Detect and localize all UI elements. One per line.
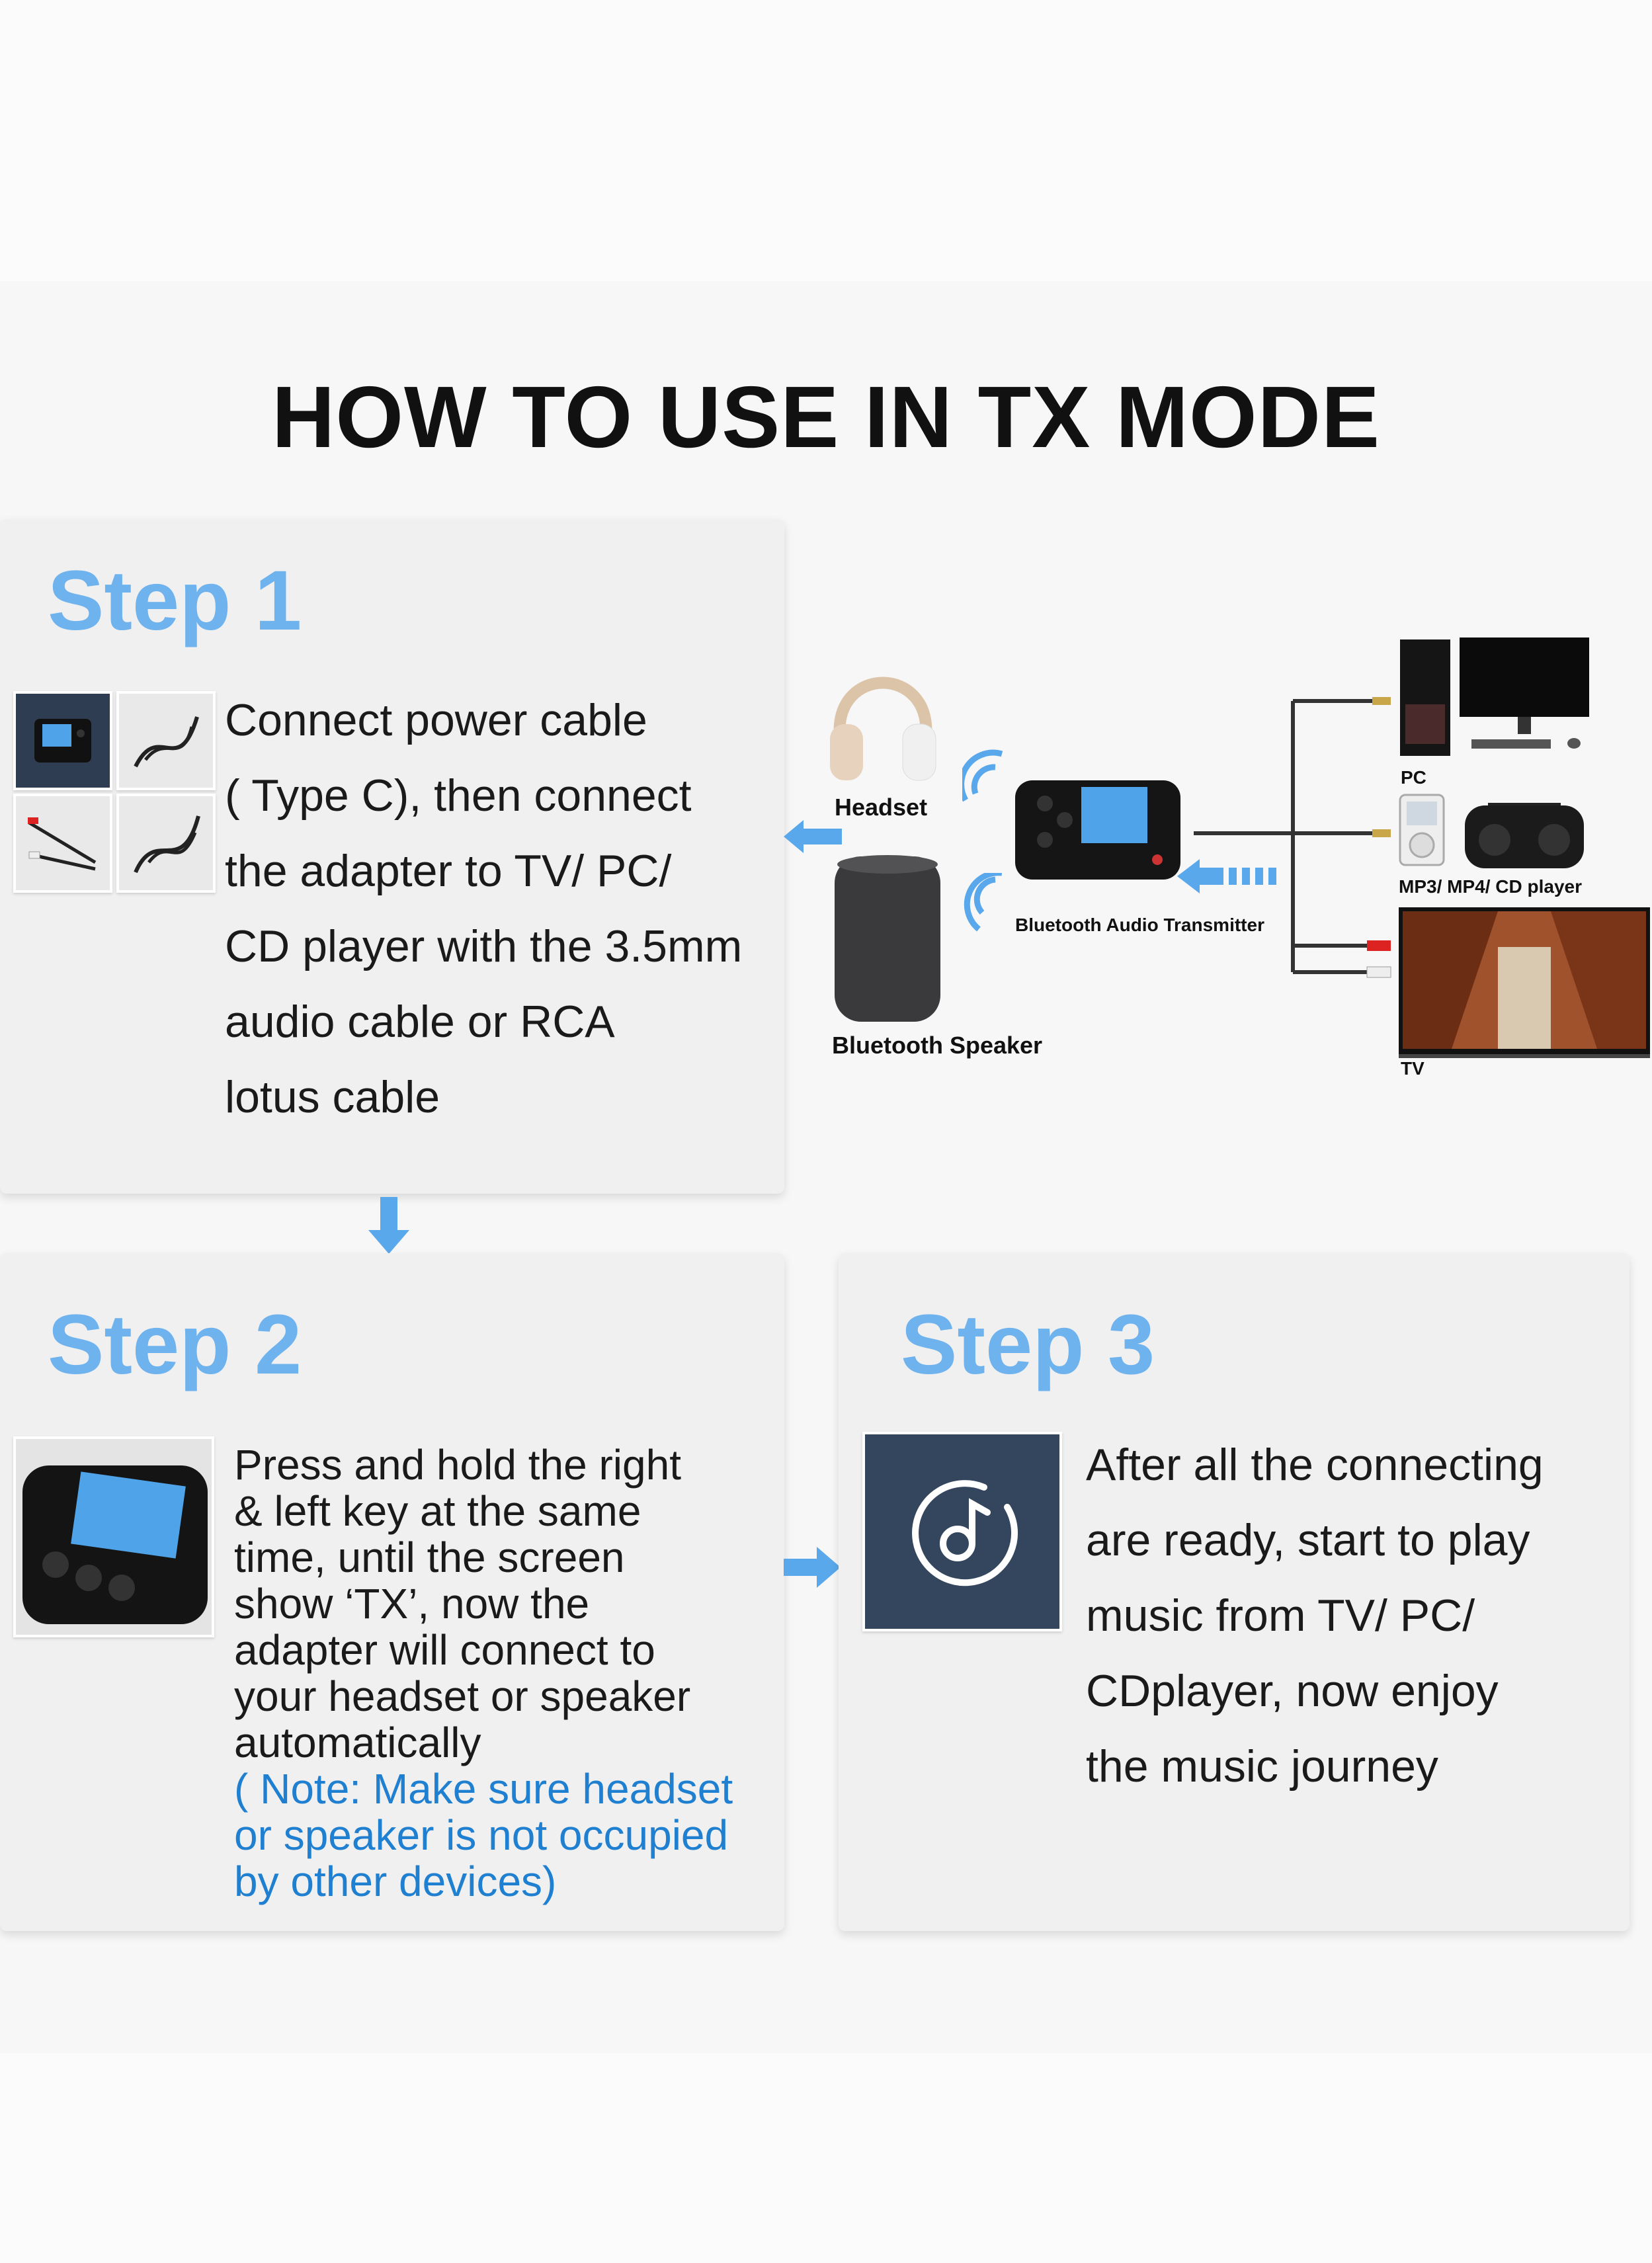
step1-line: CD player with the 3.5mm xyxy=(225,921,743,971)
step1-thumb-device xyxy=(13,691,112,790)
aux-cable-icon xyxy=(134,815,200,874)
step2-line: Press and hold the right xyxy=(234,1441,681,1489)
transmitter-screen-icon xyxy=(22,1465,208,1624)
step1-text: Connect power cable ( Type C), then conn… xyxy=(225,682,742,1135)
step2-line: automatically xyxy=(234,1719,481,1766)
step2-line: your headset or speaker xyxy=(234,1672,691,1720)
cd-player-icon xyxy=(1465,803,1584,868)
arrow-input-icon xyxy=(1177,859,1276,893)
step2-thumb-device xyxy=(13,1436,214,1637)
pc-tower-icon xyxy=(1400,639,1450,756)
step1-thumb-cable-rca xyxy=(13,794,112,893)
step2-line: time, until the screen xyxy=(234,1534,625,1581)
step1-thumb-cable-usb xyxy=(116,691,216,790)
step1-line: audio cable or RCA xyxy=(225,997,615,1047)
step1-thumb-cable-aux xyxy=(116,794,216,893)
step2-line: & left key at the same xyxy=(234,1487,641,1535)
music-disc-icon xyxy=(912,1480,1018,1586)
tv-icon xyxy=(1399,907,1650,1058)
speaker-label: Bluetooth Speaker xyxy=(832,1032,1043,1059)
step2-note-line: ( Note: Make sure headset xyxy=(234,1765,733,1813)
step2-text: Press and hold the right & left key at t… xyxy=(234,1442,733,1905)
tv-label: TV xyxy=(1401,1058,1425,1079)
mp3-label: MP3/ MP4/ CD player xyxy=(1399,876,1582,897)
step1-line: ( Type C), then connect xyxy=(225,770,692,821)
transmitter-label: Bluetooth Audio Transmitter xyxy=(1015,915,1264,935)
arrow-right-icon xyxy=(784,1547,841,1588)
step3-line: music from TV/ PC/ xyxy=(1086,1590,1475,1641)
step2-line: adapter will connect to xyxy=(234,1626,655,1674)
step2-note-line: or speaker is not occupied xyxy=(234,1811,729,1859)
signal-waves-upper-icon xyxy=(962,749,1003,802)
step3-line: CDplayer, now enjoy xyxy=(1086,1666,1499,1716)
step2-line: show ‘TX’, now the xyxy=(234,1580,590,1627)
step3-line: the music journey xyxy=(1086,1741,1438,1791)
arrow-down-icon xyxy=(368,1197,409,1254)
step1-label: Step 1 xyxy=(48,554,302,648)
step3-thumb-music xyxy=(862,1432,1062,1631)
headset-label: Headset xyxy=(835,794,928,821)
signal-waves-lower-icon xyxy=(964,873,1002,932)
mp3-player-icon xyxy=(1399,794,1445,866)
step1-line: the adapter to TV/ PC/ xyxy=(225,846,672,896)
step3-line: After all the connecting xyxy=(1086,1440,1544,1490)
headset-icon xyxy=(830,677,936,781)
step2-note-line: by other devices) xyxy=(234,1858,557,1905)
cable-lines xyxy=(1194,697,1391,978)
bluetooth-transmitter-icon xyxy=(1015,780,1180,880)
transmitter-icon xyxy=(34,719,91,762)
step3-text: After all the connecting are ready, star… xyxy=(1086,1427,1544,1804)
rca-cable-icon xyxy=(28,817,97,871)
step1-line: lotus cable xyxy=(225,1072,440,1122)
step3-label: Step 3 xyxy=(901,1297,1155,1392)
step1-line: Connect power cable xyxy=(225,695,647,745)
pc-label: PC xyxy=(1401,767,1426,788)
step2-label: Step 2 xyxy=(48,1297,302,1392)
bluetooth-speaker-icon xyxy=(835,855,940,1022)
usb-cable-icon xyxy=(134,716,199,768)
step3-line: are ready, start to play xyxy=(1086,1515,1530,1565)
monitor-icon xyxy=(1460,638,1589,749)
page-title: HOW TO USE IN TX MODE xyxy=(272,368,1380,466)
arrow-left-icon xyxy=(784,820,842,853)
